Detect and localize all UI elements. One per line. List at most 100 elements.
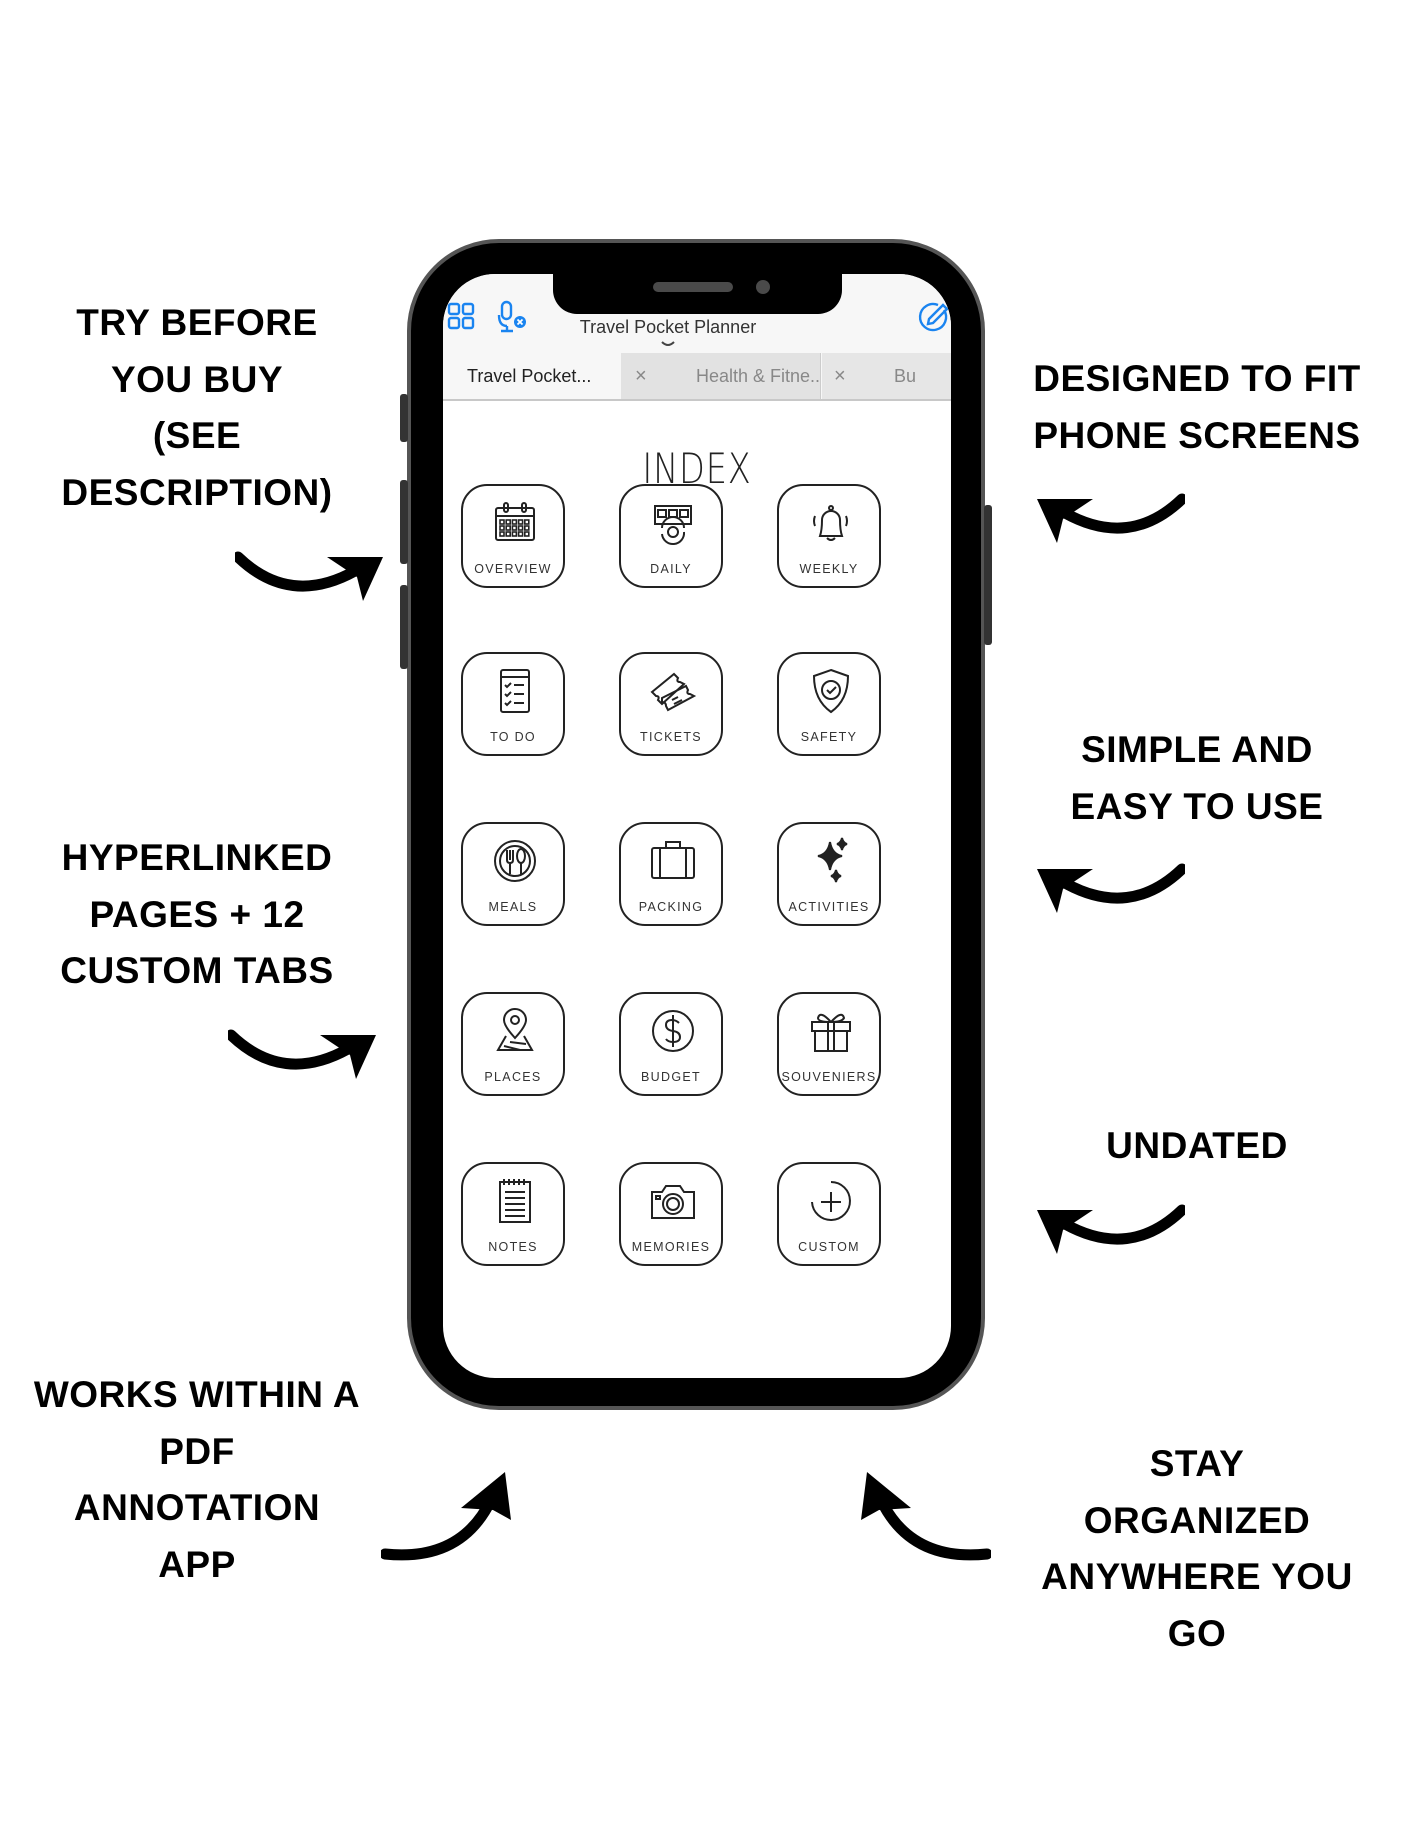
cutlery-icon [494, 840, 536, 882]
tile-tickets[interactable]: TICKETS [619, 652, 723, 756]
tile-notes[interactable]: NOTES [461, 1162, 565, 1266]
callout-line: EASY TO USE [1070, 785, 1324, 827]
curved-arrow-icon [228, 1029, 376, 1079]
callout-line: TRY BEFORE [76, 302, 318, 343]
tile-places[interactable]: PLACES [461, 992, 565, 1096]
tile-label: DAILY [650, 562, 692, 576]
curved-arrow-icon [235, 551, 383, 601]
tile-souveniers[interactable]: SOUVENIERS [777, 992, 881, 1096]
tile-label: PLACES [484, 1070, 542, 1084]
tile-label: PACKING [638, 900, 704, 914]
suitcase-icon [651, 841, 695, 879]
map-pin-icon [496, 1008, 534, 1051]
curved-arrow-icon [381, 1472, 511, 1561]
tile-label: TO DO [490, 730, 536, 744]
tile-label: NOTES [488, 1240, 538, 1254]
callout-hyperlinked: HYPERLINKED PAGES + 12 CUSTOM TABS [7, 830, 387, 1000]
microphone-off-icon[interactable] [497, 300, 529, 334]
callout-line: ANYWHERE YOU [1041, 1556, 1353, 1597]
tab-label: Health & Fitne... [696, 366, 821, 386]
tab-close-icon[interactable]: × [635, 365, 647, 387]
callout-line: DESIGNED TO FIT [1033, 358, 1361, 399]
tile-label: WEEKLY [799, 562, 859, 576]
tile-meals[interactable]: MEALS [461, 822, 565, 926]
document-title[interactable]: Travel Pocket Planner [579, 317, 757, 337]
tab-label: Bu [894, 366, 917, 386]
tile-overview[interactable]: OVERVIEW [461, 484, 565, 588]
tab-health-fitness[interactable]: × Health & Fitne... [621, 353, 821, 399]
tile-label: MEMORIES [631, 1240, 711, 1254]
power-button [984, 505, 992, 645]
callout-line: UNDATED [1106, 1125, 1288, 1166]
callout-line: CUSTOM TABS [60, 950, 334, 991]
tab-travel-pocket[interactable]: Travel Pocket... [443, 353, 621, 399]
speaker [653, 282, 733, 292]
callout-line: YOU BUY [110, 358, 284, 400]
callout-line: PDF [159, 1430, 235, 1472]
callout-designed: DESIGNED TO FIT PHONE SCREENS [1007, 351, 1387, 464]
callout-works-within: WORKS WITHIN A PDF ANNOTATION APP [7, 1367, 387, 1593]
volume-down-button [400, 585, 408, 669]
tile-label: MEALS [488, 900, 538, 914]
grid-icon[interactable] [447, 302, 475, 330]
tile-budget[interactable]: BUDGET [619, 992, 723, 1096]
front-camera [756, 280, 770, 294]
tab-close-icon[interactable]: × [834, 365, 846, 387]
gift-icon [811, 1013, 851, 1052]
callout-line: ORGANIZED [1083, 1499, 1311, 1541]
tile-label: ACTIVITIES [788, 900, 870, 914]
tile-to-do[interactable]: TO DO [461, 652, 565, 756]
bell-icon [813, 505, 848, 541]
calendar-icon [495, 502, 535, 541]
tile-label: BUDGET [641, 1070, 701, 1084]
callout-simple: SIMPLE AND EASY TO USE [1007, 722, 1387, 835]
callout-line: SIMPLE AND [1081, 729, 1313, 770]
plus-circle-icon [811, 1181, 851, 1221]
callout-line: DESCRIPTION) [61, 471, 333, 513]
tab-bar: Travel Pocket... × Health & Fitne... × B… [443, 353, 951, 401]
volume-up-button [400, 480, 408, 564]
callout-undated: UNDATED [1007, 1118, 1387, 1175]
tile-label: SOUVENIERS [781, 1070, 877, 1084]
callout-try-before: TRY BEFORE YOU BUY (SEE DESCRIPTION) [7, 295, 387, 521]
checklist-icon [500, 669, 530, 713]
tile-memories[interactable]: MEMORIES [619, 1162, 723, 1266]
tab-bu[interactable]: × Bu [822, 353, 951, 399]
edit-icon[interactable] [916, 300, 950, 334]
phone-screen: Travel Pocket Planner Travel Pocket... ×… [443, 274, 951, 1378]
callout-stay: STAY ORGANIZED ANYWHERE YOU GO [1007, 1436, 1387, 1662]
tickets-icon [650, 672, 697, 712]
sparkles-icon [817, 837, 848, 883]
chevron-down-icon[interactable] [660, 340, 676, 348]
callout-line: STAY [1149, 1443, 1245, 1484]
tile-label: CUSTOM [798, 1240, 860, 1254]
notepad-icon [499, 1179, 531, 1223]
tile-activities[interactable]: ACTIVITIES [777, 822, 881, 926]
tile-safety[interactable]: SAFETY [777, 652, 881, 756]
tile-packing[interactable]: PACKING [619, 822, 723, 926]
callout-line: PAGES + 12 [89, 893, 305, 935]
callout-line: APP [158, 1543, 236, 1585]
callout-line: WORKS WITHIN A [33, 1374, 361, 1415]
daily-calendar-icon [654, 505, 692, 546]
callout-line: (SEE [152, 415, 242, 456]
tile-label: OVERVIEW [474, 562, 552, 576]
callout-line: HYPERLINKED [61, 837, 333, 878]
callout-line: GO [1167, 1612, 1227, 1654]
tile-label: TICKETS [640, 730, 702, 744]
callout-line: PHONE SCREENS [1033, 414, 1361, 456]
camera-icon [651, 1185, 695, 1219]
tile-weekly[interactable]: WEEKLY [777, 484, 881, 588]
phone-notch [553, 270, 842, 314]
curved-arrow-icon [861, 1472, 991, 1561]
curved-arrow-icon [1037, 1204, 1185, 1254]
tile-custom[interactable]: CUSTOM [777, 1162, 881, 1266]
tile-label: SAFETY [800, 730, 858, 744]
mute-switch [400, 394, 408, 442]
curved-arrow-icon [1037, 863, 1185, 913]
curved-arrow-icon [1037, 493, 1185, 543]
dollar-icon [652, 1010, 694, 1052]
callout-line: ANNOTATION [73, 1487, 321, 1528]
tile-daily[interactable]: DAILY [619, 484, 723, 588]
shield-check-icon [812, 668, 850, 714]
